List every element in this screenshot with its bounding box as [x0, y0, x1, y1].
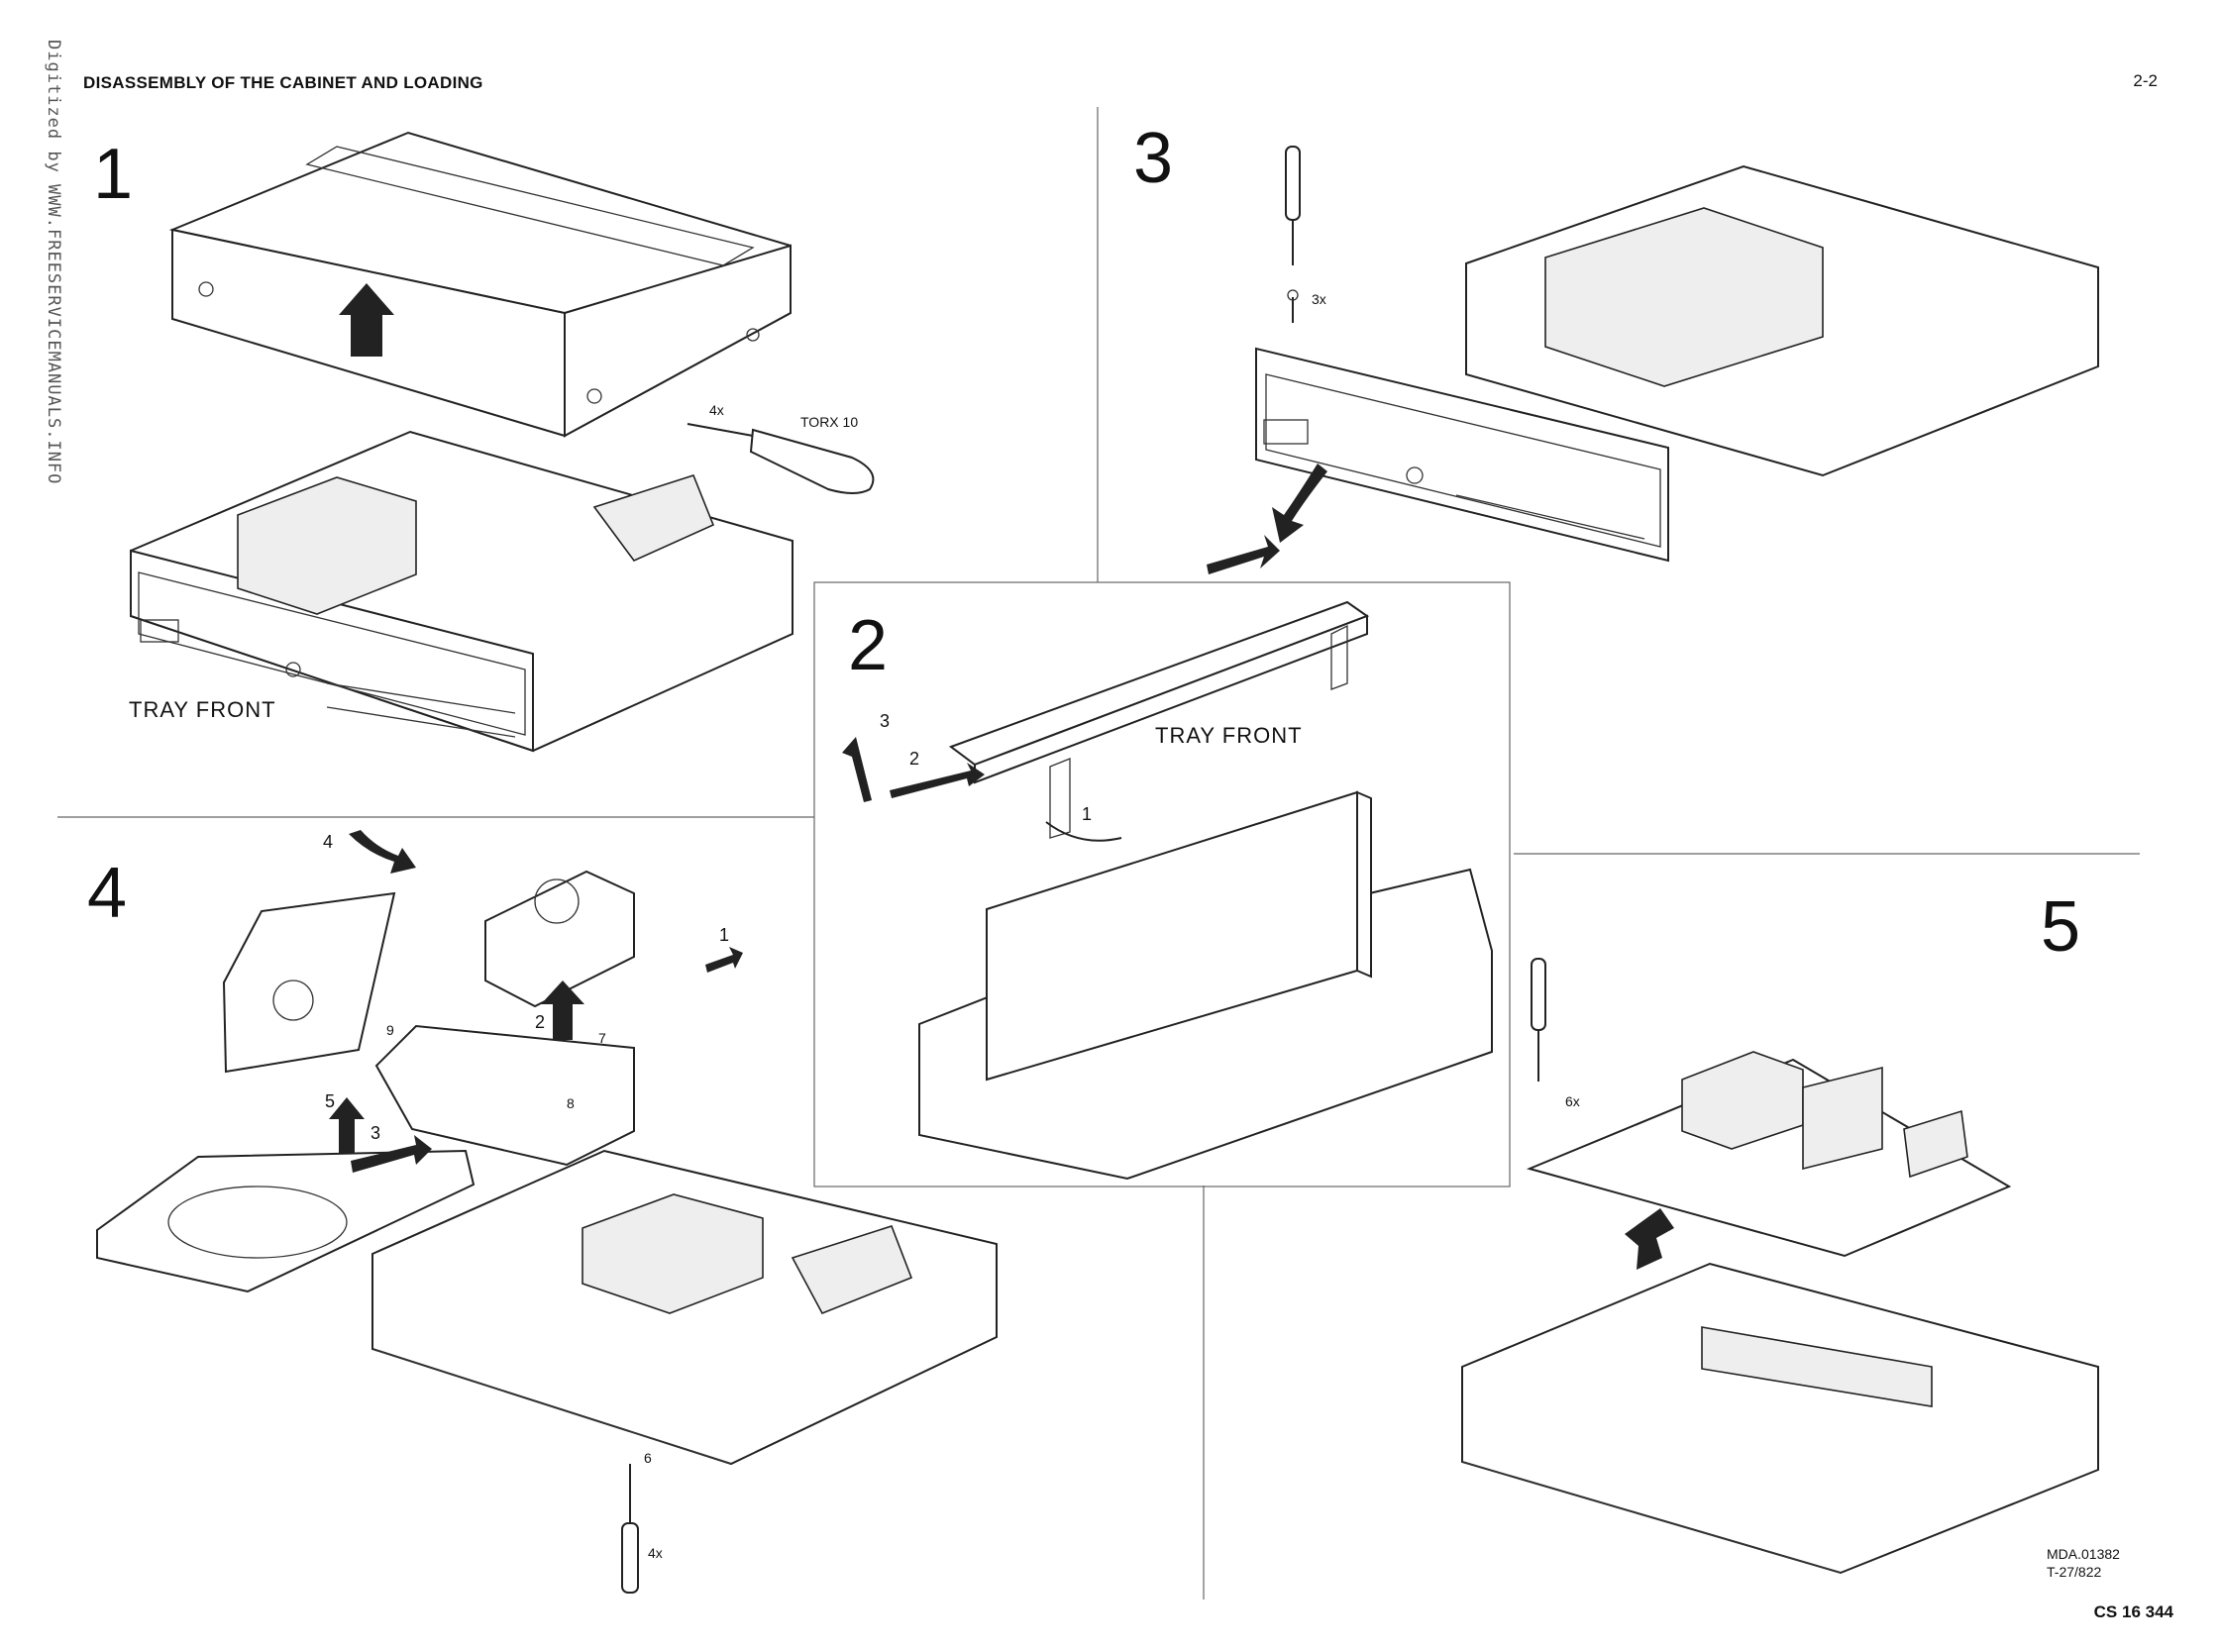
step1-cover — [172, 133, 791, 436]
step4-callout-1: 1 — [719, 925, 729, 946]
step5-pcb — [1530, 1052, 2009, 1256]
step4-callout-3: 3 — [370, 1123, 380, 1144]
step4-callout-7: 7 — [598, 1030, 606, 1046]
up-arrow-icon — [1625, 1208, 1674, 1270]
screwdriver-icon — [622, 1464, 638, 1593]
step4-callout-4: 4 — [323, 832, 333, 853]
drawing-code-line-1: MDA.01382 — [2047, 1545, 2120, 1563]
step4-callout-6: 6 — [644, 1450, 652, 1466]
step2-tray-front-label: TRAY FRONT — [1155, 723, 1303, 749]
step4-callout-2: 2 — [535, 1012, 545, 1033]
step-number-3: 3 — [1133, 123, 1173, 194]
step4-screw-count: 4x — [648, 1545, 663, 1561]
step2-callout-3: 3 — [880, 711, 890, 732]
step4-frame — [376, 1026, 634, 1165]
step4-chassis — [372, 1151, 997, 1464]
step4-callout-5: 5 — [325, 1091, 335, 1112]
step4-callout-9: 9 — [386, 1022, 394, 1038]
step5-chassis — [1462, 1264, 2098, 1573]
drawing-code: MDA.01382 T-27/822 — [2047, 1545, 2120, 1581]
step-number-5: 5 — [2041, 891, 2080, 963]
step-number-2: 2 — [848, 610, 888, 681]
curved-arrow-icon — [1207, 464, 1327, 574]
step5-screw-count: 6x — [1565, 1093, 1580, 1109]
step1-screw-count: 4x — [709, 402, 724, 418]
step2-cabinet — [919, 792, 1492, 1179]
screwdriver-icon — [687, 424, 873, 493]
drawing-code-line-2: T-27/822 — [2047, 1563, 2120, 1581]
screwdriver-icon — [1532, 959, 1545, 1082]
step1-tray-front-label: TRAY FRONT — [129, 697, 276, 723]
step2-tray-front — [951, 602, 1367, 838]
step2-callout-1: 1 — [1082, 804, 1092, 825]
document-code: CS 16 344 — [2094, 1602, 2173, 1622]
step4-callout-8: 8 — [567, 1095, 575, 1111]
step2-callout-2: 2 — [909, 749, 919, 770]
step-number-4: 4 — [87, 858, 127, 929]
step3-screw-count: 3x — [1312, 291, 1326, 307]
step3-chassis — [1256, 166, 2098, 561]
step1-tool-label: TORX 10 — [800, 414, 858, 430]
step-number-1: 1 — [93, 139, 133, 210]
step4-loading-board — [224, 893, 394, 1072]
screwdriver-icon — [1286, 147, 1300, 265]
screw-icon — [1288, 290, 1298, 323]
